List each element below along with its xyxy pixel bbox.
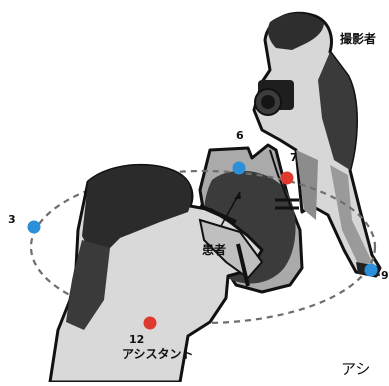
marker-label-12: 12: [129, 334, 144, 345]
patient-label: 患者: [202, 244, 226, 256]
edge-caption: アシ: [341, 362, 370, 377]
marker-position-12: [144, 317, 157, 330]
marker-position-9: [365, 264, 378, 277]
marker-position-3: [28, 221, 41, 234]
marker-label-6: 6: [236, 130, 244, 141]
marker-position-6: [233, 162, 246, 175]
marker-label-3: 3: [8, 214, 16, 225]
marker-position-7: [281, 172, 294, 185]
marker-label-7: 7: [290, 152, 298, 163]
marker-label-9: 9: [381, 270, 389, 281]
photographer-label: 撮影者: [340, 33, 376, 45]
assistant-label: アシスタント: [122, 348, 194, 360]
